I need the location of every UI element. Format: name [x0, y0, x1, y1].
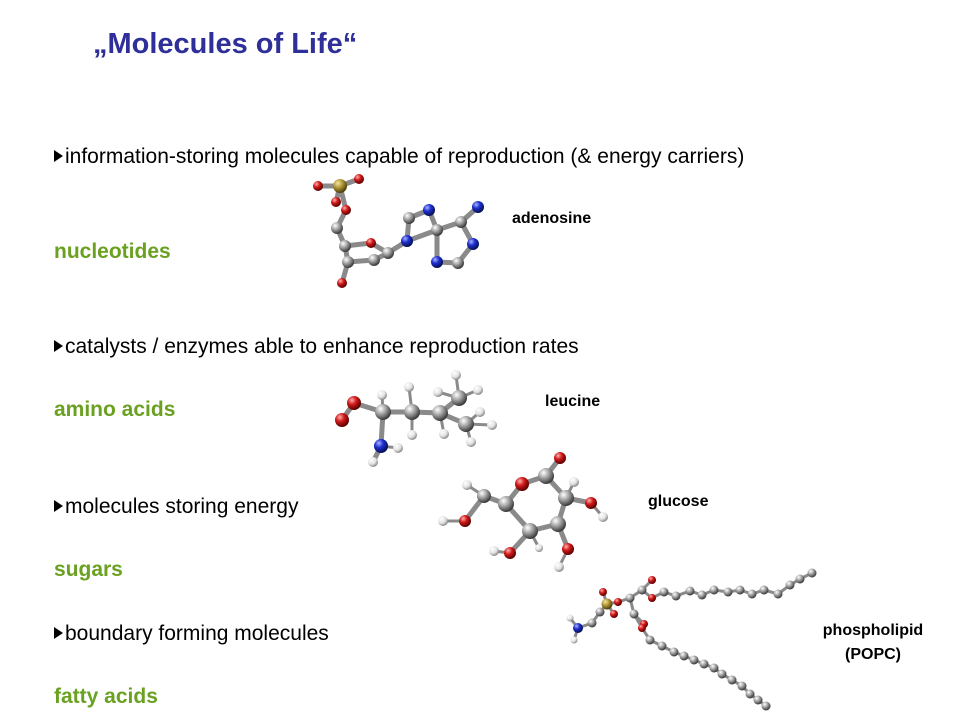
- bullet-text: boundary forming molecules: [65, 622, 329, 645]
- bullet-text: information-storing molecules capable of…: [65, 145, 745, 168]
- category-fatty-acids: fatty acids: [54, 685, 158, 708]
- arrow-bullet-icon: [54, 340, 63, 352]
- label-phospholipid-abbrev: (POPC): [845, 646, 901, 663]
- category-sugars: sugars: [54, 558, 123, 581]
- label-phospholipid: phospholipid (POPC): [798, 619, 948, 667]
- phospholipid-molecule: [566, 568, 817, 711]
- bullet-catalysts: catalysts / enzymes able to enhance repr…: [54, 333, 774, 361]
- bullet-boundary-forming: boundary forming molecules: [54, 620, 474, 648]
- label-glucose: glucose: [648, 493, 709, 510]
- bullet-storing-energy: molecules storing energy: [54, 493, 454, 521]
- arrow-bullet-icon: [54, 150, 63, 162]
- label-leucine: leucine: [545, 393, 601, 410]
- popc-atoms: [566, 568, 817, 711]
- label-phospholipid-name: phospholipid: [822, 622, 924, 639]
- glucose-molecule: [438, 452, 608, 572]
- arrow-bullet-icon: [54, 627, 63, 639]
- bullet-text: catalysts / enzymes able to enhance repr…: [65, 335, 579, 358]
- arrow-bullet-icon: [54, 500, 63, 512]
- bullet-text: molecules storing energy: [65, 495, 299, 518]
- page-title: „Molecules of Life“: [93, 28, 358, 60]
- label-adenosine: adenosine: [512, 210, 592, 227]
- adenosine-molecule: [313, 174, 484, 288]
- bullet-information-storing: information-storing molecules capable of…: [54, 143, 754, 171]
- category-nucleotides: nucleotides: [54, 240, 171, 263]
- leucine-molecule: [335, 370, 497, 467]
- category-amino-acids: amino acids: [54, 398, 176, 421]
